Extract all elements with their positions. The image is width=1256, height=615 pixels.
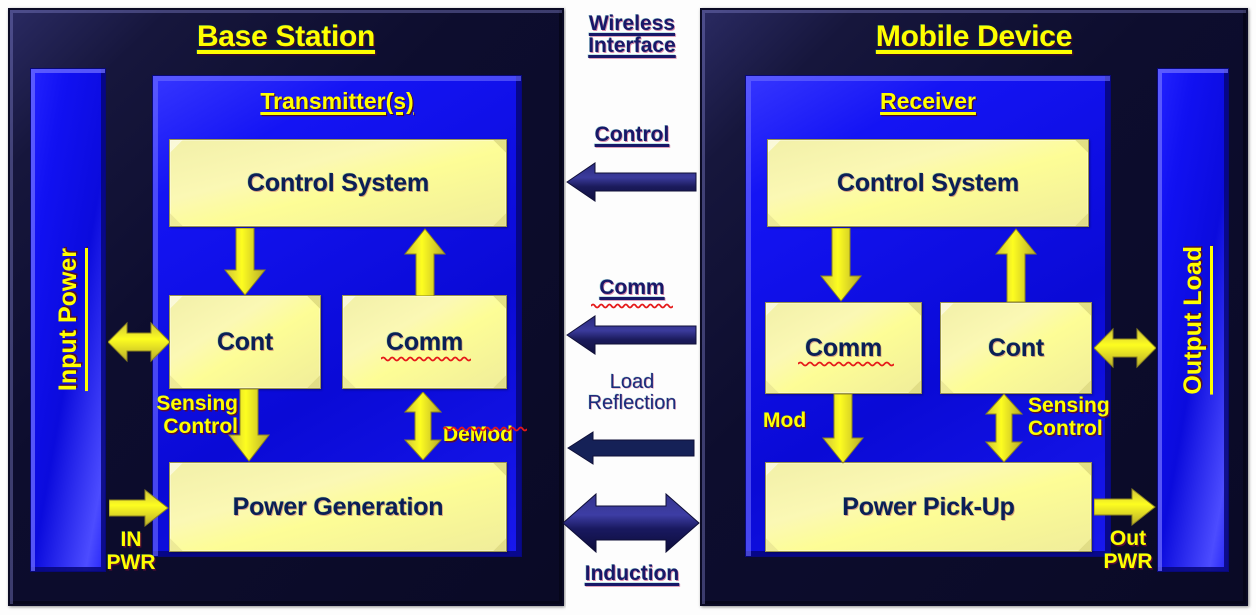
md-arrow-out-pwr-right [1094,487,1156,527]
bs-arrow-in-pwr-right [109,488,169,528]
comm-channel-arrow-left [565,313,697,357]
md-power-pickup-label: Power Pick-Up [842,492,1015,521]
control-channel-label: Control [594,123,670,146]
md-arrow-cont-to-cs-up [995,228,1037,302]
bs-arrow-cont-to-power-down [228,389,270,462]
md-arrow-cs-to-comm-down [820,228,862,302]
md-power-pickup-block: Power Pick-Up [765,462,1092,552]
comm-channel-label-wrap: Comm [566,276,698,299]
bs-comm-label: Comm [386,327,463,356]
base-station-title: Base Station [196,20,376,53]
md-arrow-cont-to-rail-double [1094,326,1156,370]
bs-power-generation-label: Power Generation [232,492,444,521]
md-control-system-block: Control System [767,139,1089,227]
md-control-system-label: Control System [837,168,1019,197]
comm-channel-label: Comm [599,276,665,299]
md-sensing-control-caption: Sensing Control [1028,394,1110,441]
receiver-title: Receiver [880,88,976,114]
bs-demod-label: DeMod [443,423,513,447]
bs-arrow-comm-to-cs-up [404,228,446,296]
bs-arrow-cs-to-cont-down [224,228,266,296]
bs-control-system-block: Control System [169,139,507,227]
bs-cont-block: Cont [169,295,321,389]
induction-channel-arrow-both [560,492,702,554]
control-channel-arrow-left [565,160,697,204]
bs-control-system-label: Control System [247,168,429,197]
md-arrow-sensing-control-double-vertical [985,394,1023,462]
md-mod-caption: Mod [763,409,807,432]
input-power-rail: Input Power [30,68,106,572]
output-load-rail: Output Load [1157,68,1229,572]
transmitter-title: Transmitter(s) [260,88,414,114]
md-arrow-mod-down [822,394,864,464]
wireless-interface-title: Wireless Interface [588,12,676,58]
bs-cont-label: Cont [216,327,274,356]
md-comm-label: Comm [805,333,882,362]
load-reflection-channel-label: Load Reflection [587,371,677,415]
md-cont-label: Cont [987,333,1045,362]
induction-channel-label: Induction [584,562,680,585]
input-power-label: Input Power [53,248,82,392]
output-load-label: Output Load [1178,245,1207,395]
bs-comm-block: Comm [342,295,507,389]
load-reflection-channel-arrow-left [567,430,695,466]
bs-arrow-demod-double-vertical [404,392,442,460]
md-out-pwr-caption: Out PWR [1103,527,1153,574]
bs-comm-spellcheck-squiggle [381,356,471,362]
bs-power-generation-block: Power Generation [169,462,507,552]
md-comm-block: Comm [765,302,922,394]
mobile-device-title: Mobile Device [875,20,1073,53]
bs-sensing-control-caption: Sensing Control [156,392,238,439]
bs-arrow-rail-to-cont-double [108,320,170,364]
bs-demod-caption: DeMod [443,400,527,469]
md-cont-block: Cont [940,302,1092,394]
bs-in-pwr-caption: IN PWR [106,528,156,575]
